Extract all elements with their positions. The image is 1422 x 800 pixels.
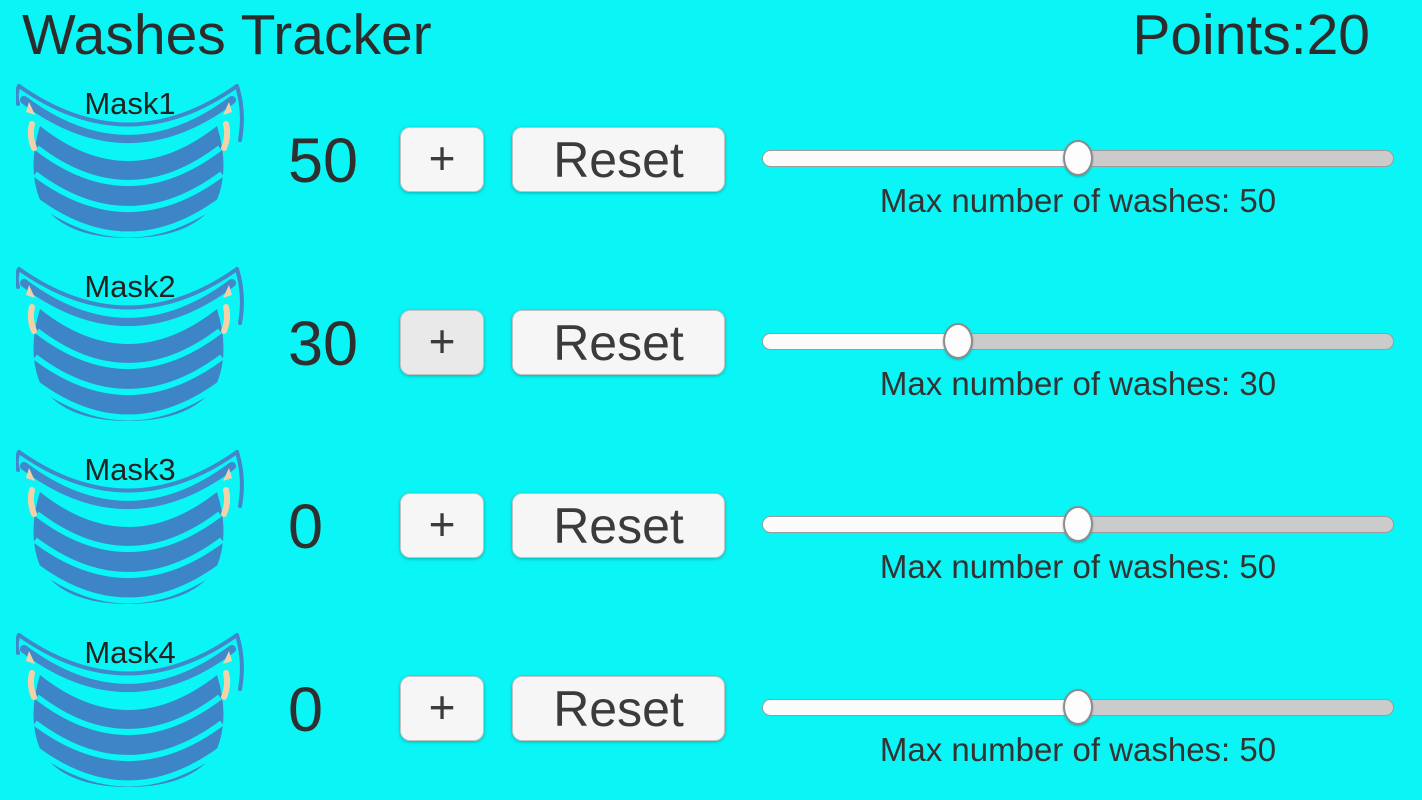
reset-button[interactable]: Reset <box>512 127 725 192</box>
max-washes-control: Max number of washes: 30 <box>762 261 1394 444</box>
max-washes-slider[interactable] <box>762 506 1394 542</box>
increment-wash-button[interactable]: + <box>400 493 484 558</box>
slider-thumb[interactable] <box>1063 689 1093 725</box>
slider-thumb[interactable] <box>942 323 973 359</box>
max-washes-label: Max number of washes: 50 <box>879 731 1277 768</box>
wash-count: 0 <box>288 675 324 745</box>
points-value: 20 <box>1306 3 1370 67</box>
max-washes-label: Max number of washes: 50 <box>879 182 1277 219</box>
reset-button[interactable]: Reset <box>512 676 725 741</box>
increment-wash-button[interactable]: + <box>400 127 484 192</box>
slider-fill <box>763 517 1079 532</box>
max-washes-label: Max number of washes: 50 <box>879 548 1277 585</box>
mask-name-label: Mask2 <box>84 269 176 304</box>
points-label: Points: <box>1132 3 1307 67</box>
page-title: Washes Tracker <box>22 3 432 67</box>
mask-row: Mask3 0 + Reset Max number of washes: 50 <box>0 444 1422 627</box>
mask-name-label: Mask1 <box>84 86 176 121</box>
wash-count: 50 <box>288 126 359 196</box>
max-washes-slider[interactable] <box>762 689 1394 725</box>
increment-wash-button[interactable]: + <box>400 310 484 375</box>
increment-wash-button[interactable]: + <box>400 676 484 741</box>
max-washes-control: Max number of washes: 50 <box>762 78 1394 261</box>
max-washes-label: Max number of washes: 30 <box>879 365 1277 402</box>
mask-row: Mask1 50 + Reset Max number of washes: 5… <box>0 78 1422 261</box>
wash-count: 30 <box>288 309 359 379</box>
mask-name-label: Mask4 <box>84 635 176 670</box>
mask-row: Mask4 0 + Reset Max number of washes: 50 <box>0 627 1422 800</box>
slider-thumb[interactable] <box>1063 140 1093 176</box>
max-washes-slider[interactable] <box>762 323 1394 359</box>
slider-thumb[interactable] <box>1063 506 1093 542</box>
mask-row: Mask2 30 + Reset Max number of washes: 3… <box>0 261 1422 444</box>
wash-count: 0 <box>288 492 324 562</box>
reset-button[interactable]: Reset <box>512 310 725 375</box>
slider-track[interactable] <box>762 333 1394 350</box>
max-washes-slider[interactable] <box>762 140 1394 176</box>
slider-fill <box>763 334 959 349</box>
points-display: Points:20 <box>1132 2 1370 68</box>
slider-fill <box>763 700 1079 715</box>
max-washes-control: Max number of washes: 50 <box>762 627 1394 800</box>
mask-name-label: Mask3 <box>84 452 176 487</box>
max-washes-control: Max number of washes: 50 <box>762 444 1394 627</box>
reset-button[interactable]: Reset <box>512 493 725 558</box>
slider-fill <box>763 151 1079 166</box>
